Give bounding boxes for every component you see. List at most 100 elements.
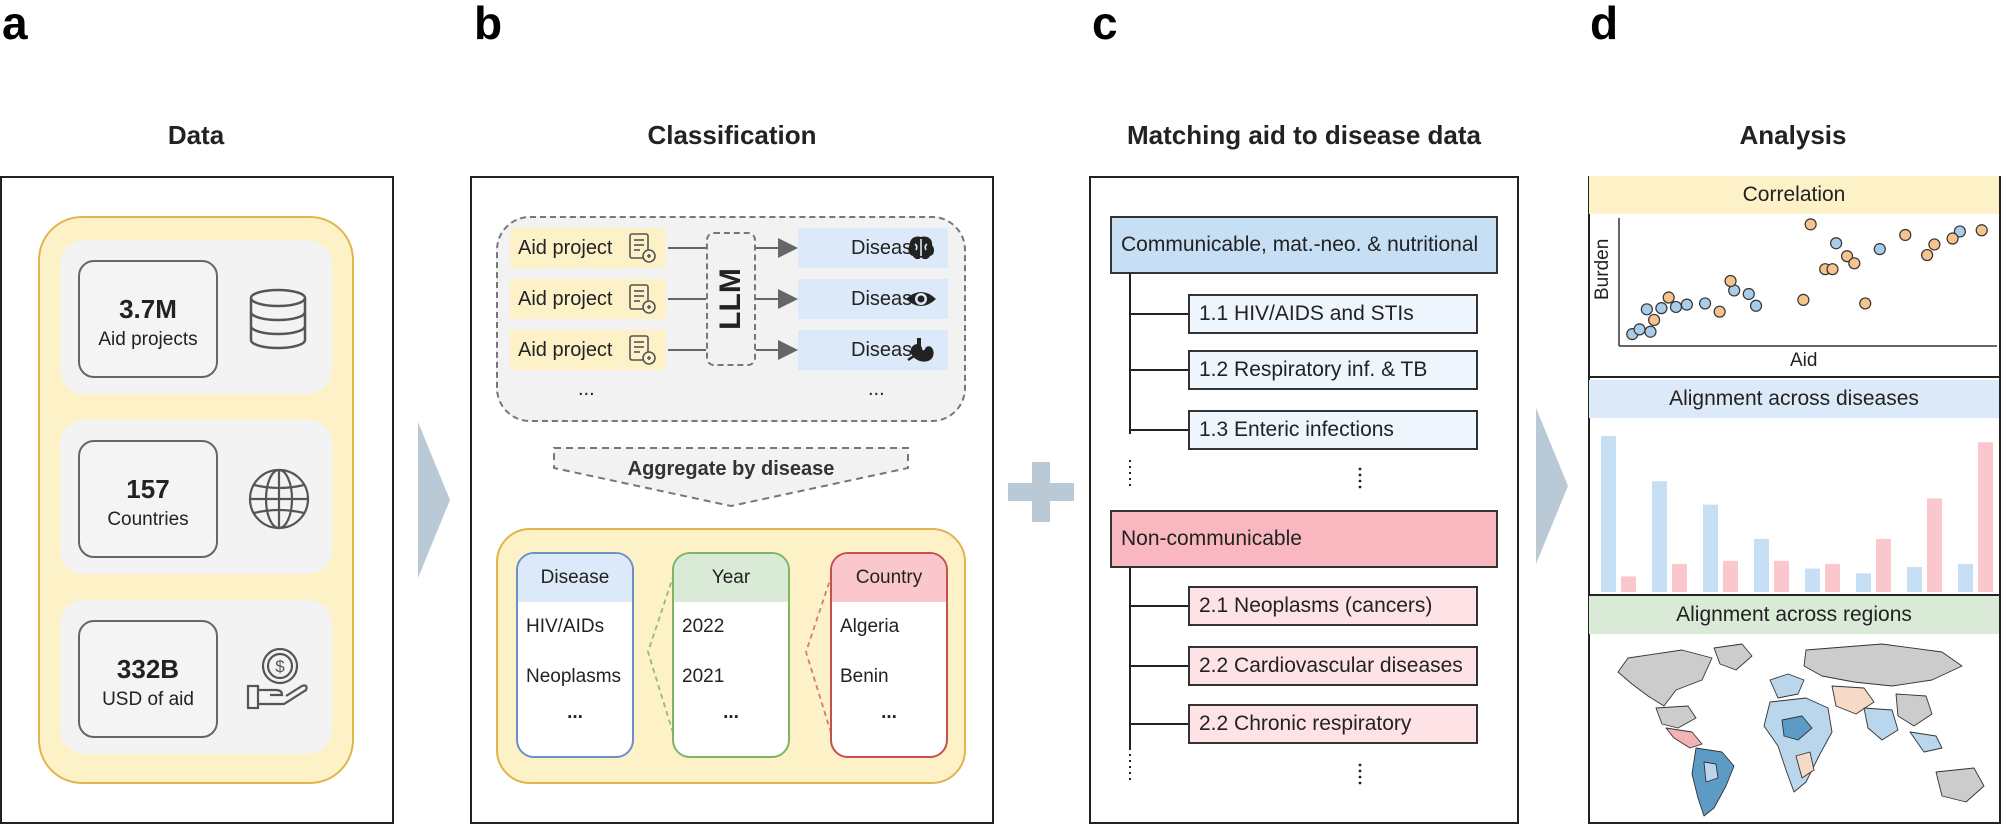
bar-blue <box>1958 563 1973 592</box>
scatter-point-orange <box>1724 274 1737 288</box>
aid-project-row-1: Aid project <box>510 228 666 268</box>
column-item: Algeria <box>840 616 900 637</box>
scatter-point-blue <box>1873 243 1886 256</box>
scatter-point-orange <box>1797 293 1810 306</box>
aggregate-funnel <box>553 447 909 508</box>
scatter-point-orange <box>1826 263 1839 276</box>
stat-value: 157 <box>126 474 170 504</box>
stomach-icon <box>907 338 934 362</box>
divider <box>1589 376 1999 378</box>
scatter-point-orange <box>1899 228 1912 242</box>
column-disease: Disease HIV/AIDs Neoplasms ... <box>516 552 634 758</box>
disease-label: Disease <box>851 339 924 361</box>
vertical-ellipsis <box>1358 763 1362 785</box>
alignment-bar-chart <box>1601 436 1993 592</box>
scatter-point-blue <box>1742 287 1755 301</box>
subcategory-item: 1.3 Enteric infections <box>1188 410 1478 450</box>
subcategory-item: 2.2 Cardiovascular diseases <box>1188 646 1478 686</box>
y-axis-label: Burden <box>1592 238 1613 300</box>
scatter-point-blue <box>1655 302 1668 315</box>
plus-icon <box>1008 462 1074 522</box>
bar-blue <box>1754 538 1769 592</box>
aid-project-label: Aid project <box>518 237 613 259</box>
correlation-scatter <box>1618 218 1997 347</box>
column-header: Country <box>832 554 946 602</box>
aid-project-label: Aid project <box>518 288 613 310</box>
aid-project-label: Aid project <box>518 339 613 361</box>
globe-icon <box>248 468 310 530</box>
stat-aid-projects: 3.7M Aid projects <box>78 260 218 378</box>
stat-value: 3.7M <box>119 294 177 324</box>
column-more: ... <box>881 702 897 723</box>
alignment-diseases-header: Alignment across diseases <box>1589 380 1999 418</box>
subcategory-item: 2.1 Neoplasms (cancers) <box>1188 586 1478 626</box>
subcategory-item: 1.2 Respiratory inf. & TB <box>1188 350 1478 390</box>
panel-letter-d: d <box>1590 0 1619 49</box>
scatter-point-blue <box>1830 237 1843 250</box>
column-item: 2022 <box>682 616 725 637</box>
scatter-point-orange <box>1848 257 1861 270</box>
column-links <box>647 573 833 737</box>
disease-row-3: Disease <box>798 330 948 370</box>
panel-letter-a: a <box>2 0 28 49</box>
title-data: Data <box>167 120 225 150</box>
scatter-point-blue <box>1953 225 1966 238</box>
scatter-point-blue <box>1633 323 1646 336</box>
bar-red <box>1774 560 1789 592</box>
subcategory-item: 1.1 HIV/AIDS and STIs <box>1188 294 1478 334</box>
bar-red <box>1876 538 1891 592</box>
correlation-header: Correlation <box>1589 176 1999 214</box>
disease-label: Disease <box>851 237 924 259</box>
hand-coin-icon: $ <box>246 647 308 710</box>
subcategory-item: 2.2 Chronic respiratory <box>1188 704 1478 744</box>
database-icon <box>249 288 307 350</box>
column-country: Country Algeria Benin ... <box>830 552 948 758</box>
bar-blue <box>1805 568 1820 592</box>
stat-countries: 157 Countries <box>78 440 218 558</box>
column-item: Benin <box>840 666 889 687</box>
disease-label: Disease <box>851 288 924 310</box>
scatter-point-orange <box>1662 291 1675 304</box>
column-more: ... <box>723 702 739 723</box>
panel-letter-c: c <box>1092 0 1118 49</box>
title-classification: Classification <box>647 120 817 150</box>
stat-label: Aid projects <box>98 329 198 350</box>
stat-usd: 332B USD of aid <box>78 620 218 738</box>
column-header: Disease <box>518 554 632 602</box>
bar-blue <box>1907 567 1922 592</box>
ellipsis: ... <box>578 378 595 400</box>
scatter-point-blue <box>1698 297 1712 310</box>
document-icon <box>629 335 656 365</box>
alignment-regions-header: Alignment across regions <box>1589 596 1999 634</box>
stat-label: USD of aid <box>102 689 194 710</box>
bar-red <box>1672 563 1687 592</box>
column-year: Year 2022 2021 ... <box>672 552 790 758</box>
panel-letter-b: b <box>474 0 503 49</box>
scatter-point-orange <box>1921 248 1934 262</box>
category-communicable: Communicable, mat.-neo. & nutritional <box>1110 216 1498 274</box>
brain-icon <box>908 236 935 260</box>
column-item: Neoplasms <box>526 666 622 687</box>
bar-red <box>1621 576 1636 592</box>
stat-label: Countries <box>107 509 189 530</box>
divider <box>1589 594 1999 596</box>
scatter-point-orange <box>1975 224 1988 237</box>
title-matching: Matching aid to disease data <box>1127 120 1481 150</box>
vertical-ellipsis <box>1358 467 1362 489</box>
scatter-point-blue <box>1640 303 1653 316</box>
document-icon <box>629 233 656 263</box>
column-item: 2021 <box>682 666 725 687</box>
bar-red <box>1723 560 1738 592</box>
ellipsis: ... <box>868 378 885 400</box>
arrow-c-to-d <box>1536 408 1568 564</box>
bar-red <box>1927 498 1942 592</box>
bar-blue <box>1856 573 1871 592</box>
svg-text:$: $ <box>275 657 285 676</box>
scatter-point-blue <box>1680 298 1693 311</box>
scatter-point-orange <box>1928 238 1941 251</box>
bar-blue <box>1703 504 1718 592</box>
scatter-point-blue <box>1644 325 1657 338</box>
scatter-point-orange <box>1946 232 1959 245</box>
arrow-a-to-b <box>418 422 450 578</box>
stat-value: 332B <box>116 654 180 684</box>
